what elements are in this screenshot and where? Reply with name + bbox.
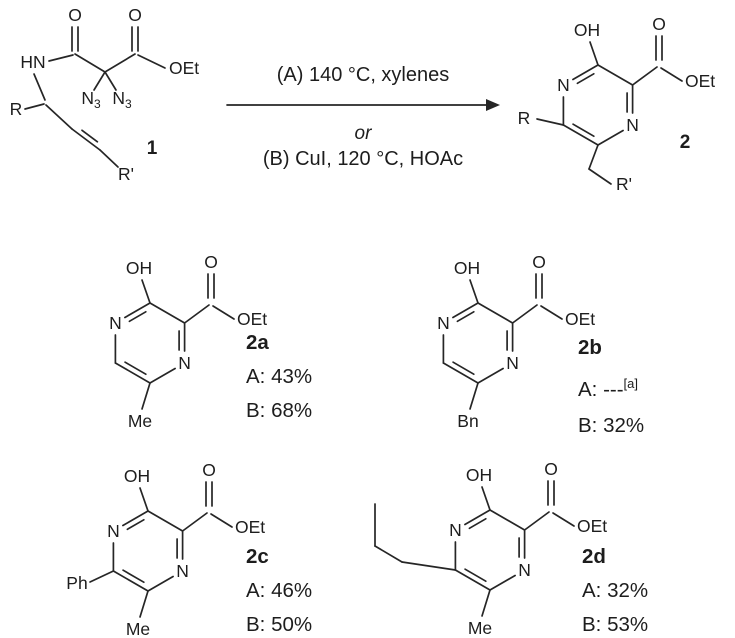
atom-label-carbonyl-o: O <box>544 459 558 479</box>
atom-label-r: R <box>518 108 531 128</box>
substituent-bonds <box>141 273 235 410</box>
reactant-bonds <box>24 26 166 168</box>
atom-label-r-prime: R' <box>616 174 632 194</box>
atom-label-n-left: N <box>109 313 122 333</box>
yield-b-2c: B: 50% <box>246 613 313 636</box>
compound-label-2d: 2d <box>582 545 606 568</box>
atom-label-oet: OEt <box>577 516 607 536</box>
yield-b-2b: B: 32% <box>578 413 645 437</box>
azide-n: N <box>112 88 125 108</box>
atom-label-amide-o: O <box>68 5 82 25</box>
condition-or: or <box>354 123 372 144</box>
reaction-conditions: (A) 140 °C, xylenes or (B) CuI, 120 °C, … <box>223 62 503 173</box>
atom-label-n-left: N <box>107 521 120 541</box>
atom-label-ester-o: O <box>128 5 142 25</box>
substituent-bonds <box>89 481 233 618</box>
structure-product-2: OH O OEt N N R R' 2 <box>518 14 716 194</box>
atom-label-n-right: N <box>176 561 189 581</box>
structure-product-2a: OH O OEt N N Me <box>109 252 267 431</box>
condition-a: (A) 140 °C, xylenes <box>276 64 450 86</box>
compound-label-2a: 2a <box>246 331 269 354</box>
azide-label-left: N3 <box>81 88 101 111</box>
yield-a-2c: A: 46% <box>246 579 313 602</box>
compound-label-2b: 2b <box>578 336 602 359</box>
atom-label-oet: OEt <box>565 309 595 329</box>
yield-a-2a: A: 43% <box>246 365 313 388</box>
atom-label-oet: OEt <box>235 517 265 537</box>
atom-label-oh: OH <box>466 465 492 485</box>
pyrazine-ring-bonds <box>112 510 184 592</box>
substituent-label-ph: Ph <box>66 573 87 593</box>
pyrazine-ring-bonds <box>442 302 514 384</box>
substituent-bonds <box>469 273 563 410</box>
substituent-bonds <box>374 480 575 617</box>
structure-product-2c: OH O OEt N N Me Ph <box>66 460 265 638</box>
azide-label-right: N3 <box>112 88 132 111</box>
yield-a-2d: A: 32% <box>582 579 649 602</box>
atom-label-n-left: N <box>449 520 462 540</box>
atom-label-carbonyl-o: O <box>204 252 218 272</box>
yield-a-2b-text: A: --- <box>578 377 624 401</box>
atom-label-carbonyl-o: O <box>532 252 546 272</box>
atom-label-oh: OH <box>124 466 150 486</box>
atom-label-carbonyl-o: O <box>652 14 666 34</box>
atom-label-carbonyl-o: O <box>202 460 216 480</box>
yield-a-2b: A: ---[a] <box>578 366 644 408</box>
atom-label-oet: OEt <box>237 309 267 329</box>
arrow-head <box>486 99 500 111</box>
substituent-label-bn: Bn <box>457 411 478 431</box>
azide-subscript: 3 <box>94 97 101 111</box>
product-2a-labels: 2a A: 43% B: 68% <box>246 326 312 428</box>
atom-label-r: R <box>10 99 23 119</box>
condition-b: (B) CuI, 120 °C, HOAc <box>262 148 464 170</box>
pyrazine-ring-bonds <box>454 509 526 591</box>
atom-label-n-left: N <box>557 75 570 95</box>
substituent-label-me: Me <box>468 618 492 638</box>
atom-label-oh: OH <box>574 20 600 40</box>
atom-label-n-right: N <box>178 353 191 373</box>
atom-label-n-right: N <box>518 560 531 580</box>
atom-label-oet: OEt <box>685 71 715 91</box>
atom-label-oet: OEt <box>169 58 199 78</box>
pyrazine-ring-bonds <box>114 302 186 384</box>
azide-subscript: 3 <box>125 97 132 111</box>
compound-label-2c: 2c <box>246 545 269 568</box>
yield-b-2a: B: 68% <box>246 399 313 422</box>
atom-label-hn: HN <box>20 52 45 72</box>
yield-a-2b-footnote: [a] <box>623 376 639 391</box>
reaction-arrow <box>226 99 500 111</box>
structure-reactant-1: O O HN OEt N3 N3 R R' 1 <box>10 5 200 184</box>
substituent-label-me: Me <box>126 619 150 638</box>
compound-label-1: 1 <box>147 138 158 159</box>
structure-product-2d: OH O OEt N N Me <box>374 459 607 638</box>
atom-label-n-right: N <box>626 115 639 135</box>
atom-label-oh: OH <box>454 258 480 278</box>
compound-label-2: 2 <box>680 132 691 153</box>
yield-b-2d: B: 53% <box>582 613 649 636</box>
product-2b-labels: 2b A: ---[a] B: 32% <box>578 330 644 444</box>
azide-n: N <box>81 88 94 108</box>
atom-label-n-right: N <box>506 353 519 373</box>
product-2d-labels: 2d A: 32% B: 53% <box>582 540 648 638</box>
pyrazine-ring-bonds <box>562 64 634 146</box>
substituent-bonds <box>536 35 683 185</box>
product-2c-labels: 2c A: 46% B: 50% <box>246 540 312 638</box>
structure-product-2b: OH O OEt N N Bn <box>437 252 595 431</box>
atom-label-r-prime: R' <box>118 164 134 184</box>
atom-label-n-left: N <box>437 313 450 333</box>
substituent-label-me: Me <box>128 411 152 431</box>
atom-label-oh: OH <box>126 258 152 278</box>
